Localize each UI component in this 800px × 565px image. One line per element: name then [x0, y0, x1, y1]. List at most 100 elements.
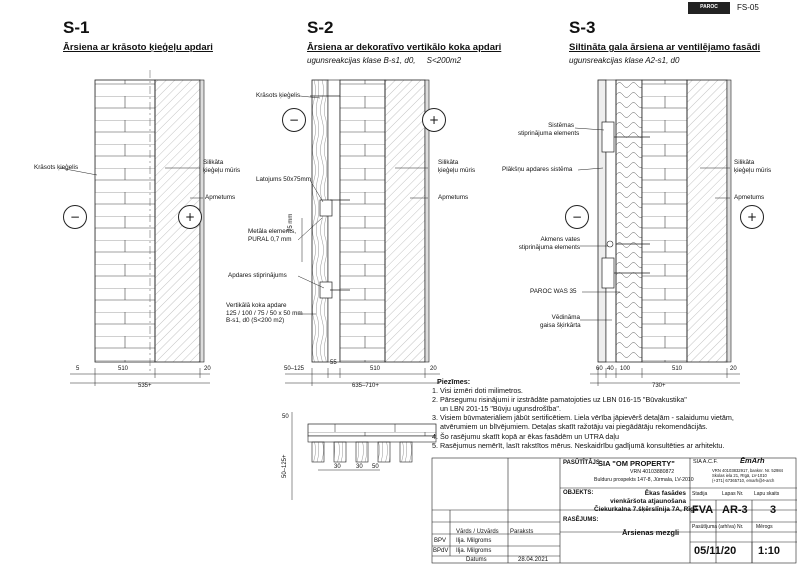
notes-item-1: 1. Visi izmēri doti milimetros. — [432, 386, 523, 395]
s3-brick-wall — [641, 79, 688, 363]
s2-plaster — [424, 79, 430, 363]
sheet-id: FS-05 — [737, 3, 759, 12]
s2-air-gap — [327, 79, 341, 363]
notes-item-5: 5. Rasējumus nemērīt, lasīt rakstītos mē… — [432, 441, 725, 450]
s2-interior-symbol: + — [422, 108, 446, 132]
tb-object-label: OBJEKTS: — [563, 490, 594, 496]
s2-code: S-2 — [307, 18, 334, 37]
tb-col-name: Vārds / Uzvārds — [456, 529, 499, 535]
s1-label-painted-brick: Krāsots ķieģelis — [34, 164, 79, 171]
s2-dim-total: 635–710+ — [352, 383, 379, 389]
notes-item-2b: un LBN 201-15 "Būvju ugunsdrošība". — [432, 404, 561, 413]
notes-title: Piezīmes: — [437, 377, 471, 386]
section-s1-drawing — [59, 70, 210, 386]
tb-sheet: AR-3 — [722, 504, 748, 516]
tb-datum-label: Datums — [466, 557, 487, 563]
notes-item-2: 2. Pārsegumu risinājumi ir izstrādāte pa… — [432, 395, 687, 404]
tb-company-logo: ĒmArh — [740, 456, 765, 465]
tb-stage: FVA — [692, 504, 714, 516]
tb-datum: 28.04.2021 — [518, 557, 549, 563]
notes-item-3: 3. Visiem būvmateriāliem jābūt sertificē… — [432, 413, 734, 422]
s2-vertical-dim: 75 mm — [288, 213, 294, 232]
s3-label-paroc-was: PAROC WAS 35 — [530, 288, 577, 295]
s3-dim-c: 100 — [620, 366, 631, 372]
s3-dim-a: 60 — [596, 366, 603, 372]
s3-dim-b: 40 — [607, 366, 614, 372]
s1-label-silicate-wall: Silikāta ķieģeļu mūris — [203, 159, 241, 174]
tb-client-reg: VRN 40103880872 — [630, 469, 675, 475]
s3-label-panel-system: Plākšņu apdares sistēma — [502, 166, 573, 173]
det-dim-e: 50 — [372, 464, 379, 470]
det-dim-d: 30 — [356, 464, 363, 470]
s2-dim-a: 50–125 — [284, 366, 305, 372]
s2-plan-detail — [291, 412, 437, 500]
tb-client-name: SIA "OM PROPERTY" — [598, 459, 675, 468]
s2-label-metal-element: Metāla elements, PURAL 0,7 mm — [248, 228, 296, 243]
s2-exterior-symbol: − — [282, 108, 306, 132]
s1-title: Ārsiena ar krāsoto ķieģeļu apdari — [63, 42, 213, 53]
det-dim-c: 30 — [334, 464, 341, 470]
s1-brick-wall — [94, 79, 156, 363]
notes-item-3b: atvērumiem un blīvējumiem. Detaļas skatī… — [432, 422, 708, 431]
s2-wood-cladding — [311, 79, 329, 363]
tb-sheets-label: Lapu skaits — [754, 491, 780, 497]
tb-drawing-name: Ārsienas mezgli — [622, 528, 680, 537]
s3-code: S-3 — [569, 18, 596, 37]
s1-dim-c: 20 — [204, 366, 211, 372]
tb-scale: 1:10 — [758, 545, 781, 557]
s2-label-painted-brick: Krāsots ķieģelis — [256, 92, 301, 99]
s2-label-batten: Latojums 50x75mm — [256, 176, 311, 183]
tb-col-sign: Paraksts — [510, 529, 534, 535]
tb-row2-role: BPdV — [433, 548, 449, 554]
s3-label-stone-wool-fixing: Akmens vates stiprinājuma elements — [518, 236, 580, 251]
s1-dim-total: 535+ — [138, 383, 152, 389]
s2-dim-c: 510 — [370, 366, 381, 372]
s3-dim-d: 510 — [672, 366, 683, 372]
s1-label-plaster: Apmetums — [205, 194, 236, 201]
det-dim-a: 50 — [282, 414, 289, 420]
s2-subtitle: ugunsreakcijas klase B-s1, d0, S<200m2 — [307, 56, 462, 65]
s2-brick-wall — [339, 79, 386, 363]
s2-label-vertical-wood: Vertikālā koka apdare 125 / 100 / 75 / 5… — [226, 302, 303, 324]
s3-stone-wool — [615, 79, 643, 363]
tb-scale-label: Mērogs — [756, 524, 773, 530]
tb-row1-role: BPV — [434, 538, 447, 544]
s3-silicate-wall — [686, 79, 728, 363]
s2-label-finish-fixing: Apdares stiprinājums — [228, 272, 287, 279]
s2-dim-d: 20 — [430, 366, 437, 372]
tb-date-label: Pasūtījuma (arhīva) Nr. — [692, 524, 744, 530]
s3-exterior-symbol: − — [565, 205, 589, 229]
s2-dim-b: 55 — [330, 360, 337, 366]
tb-drawing-label: RASĒJUMS: — [563, 517, 599, 523]
s2-silicate-wall — [384, 79, 426, 363]
tb-sheet-label: Lapas Nr. — [722, 491, 744, 497]
s1-dim-b: 510 — [118, 366, 129, 372]
s3-label-wind-barrier: Vēdināma gaisa šķirkārta — [540, 314, 581, 329]
tb-row2-name: Ilja. Milgroms — [456, 548, 492, 554]
section-s3-drawing — [574, 79, 740, 386]
s3-label-system-fixing: Sistēmas stiprinājuma elements — [518, 122, 580, 137]
title-block-grid — [431, 457, 797, 564]
s1-interior-symbol: + — [178, 205, 202, 229]
s2-batten — [319, 199, 333, 217]
tb-client-label: PASŪTĪTĀJS: — [563, 460, 602, 466]
s3-dim-e: 20 — [730, 366, 737, 372]
s3-subtitle: ugunsreakcijas klase A2-s1, d0 — [569, 56, 680, 65]
s1-exterior-symbol: − — [63, 205, 87, 229]
tb-row1-name: Ilja. Milgroms — [456, 538, 492, 544]
s2-label-plaster: Apmetums — [438, 194, 469, 201]
tb-company-info: VRN 40103832917, banknr. Nr. 52984 Skola… — [712, 468, 784, 483]
s2-label-silicate-wall: Silikāta ķieģeļu mūris — [438, 159, 476, 174]
paroc-logo: PAROC — [700, 4, 718, 10]
tb-date: 05/11/20 — [694, 545, 737, 557]
tb-company: SIA A.C.F. — [693, 459, 718, 465]
s3-interior-symbol: + — [740, 205, 764, 229]
section-s2-drawing — [285, 79, 440, 386]
s2-title: Ārsiena ar dekoratīvo vertikālo koka apd… — [307, 42, 502, 53]
det-dim-b: 50–125+ — [282, 454, 288, 478]
tb-client-addr: Bulduru prospekts 147-8, Jūrmala, LV-201… — [594, 477, 694, 483]
tb-sheets: 3 — [770, 504, 777, 516]
tb-object-name: Ēkas fasādes vienkāršota atjaunošana Čie… — [594, 490, 698, 513]
